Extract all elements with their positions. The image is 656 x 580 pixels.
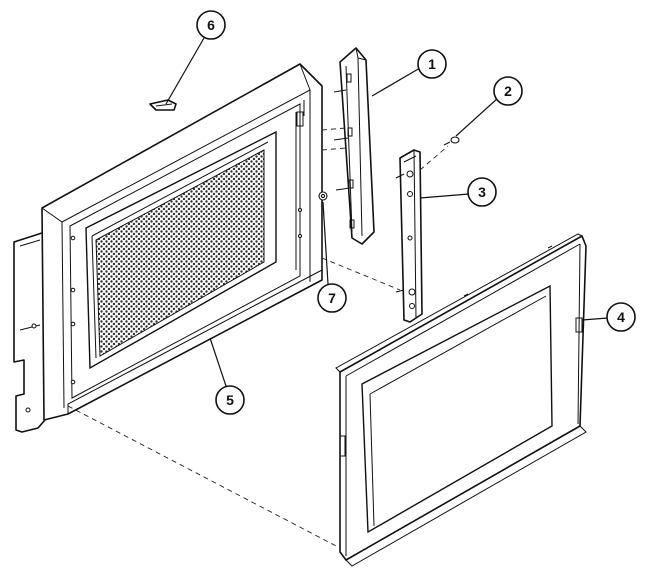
- callout-7-label: 7: [328, 290, 336, 306]
- callout-1: 1: [371, 49, 447, 97]
- callout-3: 3: [419, 177, 497, 207]
- callout-5: 5: [209, 337, 245, 415]
- callout-2-label: 2: [504, 83, 512, 99]
- hinge-channel-part: [333, 47, 375, 245]
- callout-3-label: 3: [478, 184, 486, 200]
- door-frame-part: [13, 63, 323, 433]
- callout-4-label: 4: [617, 309, 625, 325]
- mesh-screen: [95, 149, 265, 357]
- callout-2: 2: [455, 76, 523, 137]
- clip-part: [149, 99, 177, 111]
- callout-4: 4: [581, 302, 636, 332]
- assembly-lines: [67, 127, 449, 549]
- callout-6-label: 6: [207, 17, 215, 33]
- callout-1-label: 1: [428, 56, 436, 72]
- screw-part: [443, 136, 460, 146]
- callout-7: 7: [317, 201, 347, 313]
- callout-5-label: 5: [226, 392, 234, 408]
- callout-6: 6: [165, 10, 226, 105]
- glass-panel-part: [335, 233, 587, 567]
- latch-bracket-part: [395, 149, 423, 323]
- small-screw-part: [318, 191, 328, 201]
